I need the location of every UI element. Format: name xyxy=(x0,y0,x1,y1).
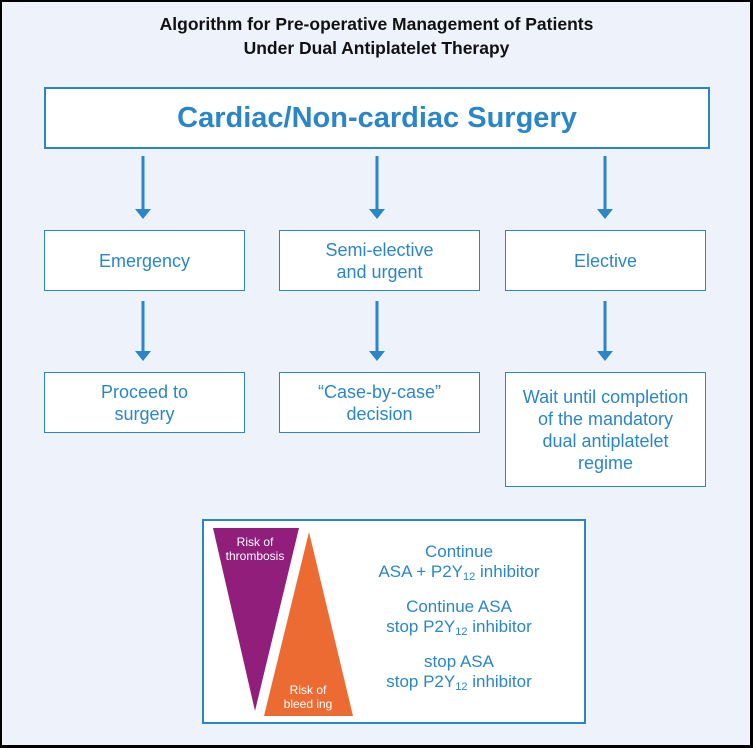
diagram-title: Algorithm for Pre-operative Management o… xyxy=(0,12,753,60)
action-line-2: stop P2Y12 inhibitor xyxy=(344,672,574,693)
action-continue-asa: Continue ASA stop P2Y12 inhibitor xyxy=(344,597,574,638)
title-line-2: Under Dual Antiplatelet Therapy xyxy=(243,38,510,58)
action-line-2: ASA + P2Y12 inhibitor xyxy=(344,562,574,583)
elective-box: Elective xyxy=(505,230,706,291)
semi-elective-label-line-1: Semi-elective xyxy=(325,239,434,260)
case-by-case-line-1: “Case-by-case” xyxy=(317,381,442,402)
arrow-head-icon xyxy=(597,209,613,219)
surgery-type-box: Cardiac/Non-cardiac Surgery xyxy=(44,87,710,149)
surgery-type-label: Cardiac/Non-cardiac Surgery xyxy=(177,101,577,134)
bleeding-label-line-2: bleed ing xyxy=(283,697,333,711)
elective-label: Elective xyxy=(573,250,638,271)
action-line-1: Continue ASA xyxy=(406,597,512,616)
risk-legend: Risk of thrombosis Risk of bleed ing Con… xyxy=(202,519,586,724)
proceed-line-2: surgery xyxy=(114,403,175,424)
action-line-1: stop ASA xyxy=(424,652,494,671)
thrombosis-label-line-2: thrombosis xyxy=(225,549,285,563)
action-line-2: stop P2Y12 inhibitor xyxy=(344,617,574,638)
arrow-head-icon xyxy=(597,351,613,361)
action-text: inhibitor xyxy=(467,672,532,691)
wait-line-1: Wait until completion xyxy=(522,386,689,407)
thrombosis-label-line-1: Risk of xyxy=(236,535,274,549)
arrow-head-icon xyxy=(135,209,151,219)
semi-elective-label-line-2: and urgent xyxy=(336,261,423,282)
action-text: ASA + P2Y xyxy=(378,562,464,581)
bleeding-label-line-1: Risk of xyxy=(289,683,327,697)
action-subscript: 12 xyxy=(455,626,468,638)
arrow-head-icon xyxy=(369,209,385,219)
action-text: stop P2Y xyxy=(386,672,456,691)
action-line-1: Continue xyxy=(424,542,494,561)
case-by-case-line-2: decision xyxy=(346,403,413,424)
wait-line-2: of the mandatory xyxy=(537,408,674,429)
action-stop-both: stop ASA stop P2Y12 inhibitor xyxy=(344,652,574,693)
thrombosis-triangle xyxy=(213,528,299,711)
arrow-head-icon xyxy=(135,351,151,361)
title-line-1: Algorithm for Pre-operative Management o… xyxy=(159,14,594,34)
risk-triangles xyxy=(213,528,353,716)
action-subscript: 12 xyxy=(455,681,468,693)
semi-elective-box: Semi-elective and urgent xyxy=(279,230,480,291)
bleeding-triangle xyxy=(264,532,353,716)
case-by-case-box: “Case-by-case” decision xyxy=(279,372,480,433)
bleeding-label: Risk of bleed ing xyxy=(276,683,340,711)
emergency-box: Emergency xyxy=(44,230,245,291)
action-text: inhibitor xyxy=(475,562,540,581)
wait-box: Wait until completion of the mandatory d… xyxy=(505,372,706,487)
action-text: stop P2Y xyxy=(386,617,456,636)
arrow-head-icon xyxy=(369,351,385,361)
emergency-label: Emergency xyxy=(98,250,191,271)
proceed-line-1: Proceed to xyxy=(100,381,189,402)
thrombosis-label: Risk of thrombosis xyxy=(215,535,295,563)
action-text: inhibitor xyxy=(467,617,532,636)
wait-line-3: dual antiplatelet xyxy=(542,430,669,451)
action-continue-both: Continue ASA + P2Y12 inhibitor xyxy=(344,542,574,583)
wait-line-4: regime xyxy=(577,452,634,473)
action-subscript: 12 xyxy=(463,571,476,583)
proceed-box: Proceed to surgery xyxy=(44,372,245,433)
